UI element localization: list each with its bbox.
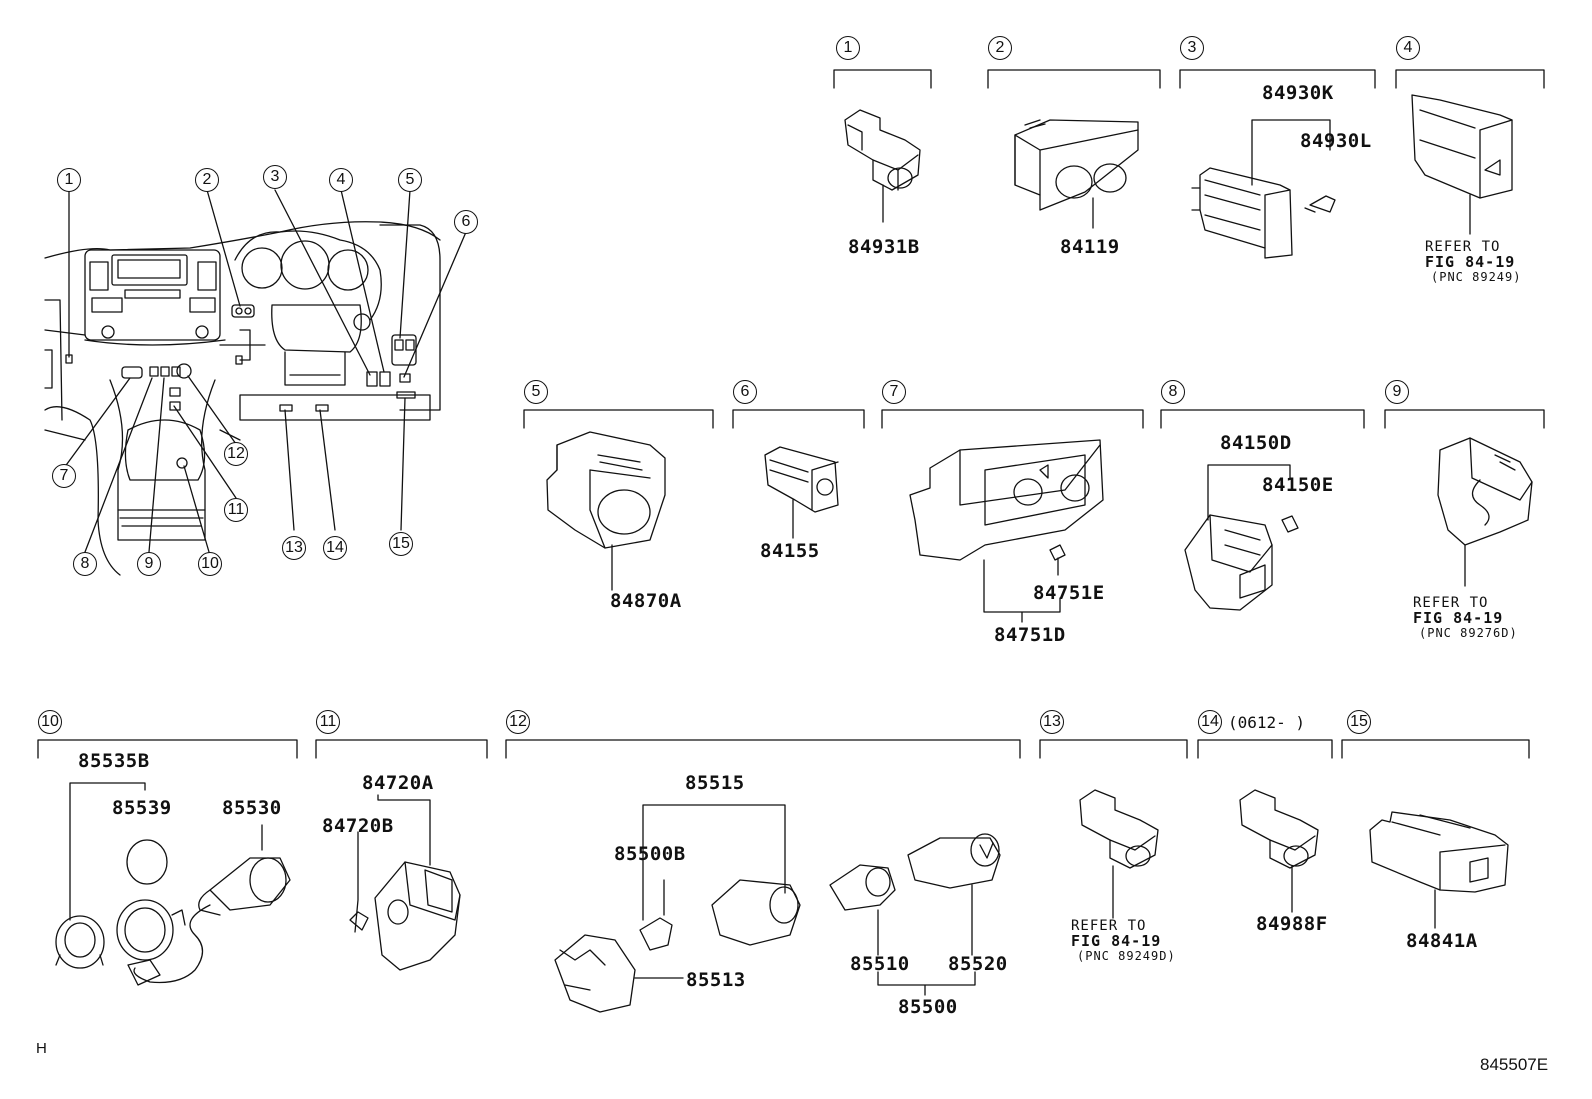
group-heading-2: 2 bbox=[988, 36, 1012, 60]
part-number-84870A: 84870A bbox=[610, 590, 682, 612]
reference-line-3: (PNC 89276D) bbox=[1419, 626, 1518, 640]
group-heading-5: 5 bbox=[524, 380, 548, 404]
part-84930K-drawing bbox=[1191, 119, 1336, 259]
group-14-date-note: (0612- ) bbox=[1228, 713, 1306, 732]
reference-line-3: (PNC 89249) bbox=[1431, 270, 1522, 284]
part-number-84150D: 84150D bbox=[1220, 432, 1292, 454]
group-heading-4: 4 bbox=[1396, 36, 1420, 60]
figure-code: 845507E bbox=[1480, 1055, 1549, 1074]
overview-callout-12: 12 bbox=[224, 442, 248, 466]
reference-line-2: FIG 84-19 bbox=[1425, 253, 1516, 271]
part-number-84931B: 84931B bbox=[848, 236, 920, 258]
part-89249-drawing bbox=[1411, 94, 1513, 235]
part-number-85530: 85530 bbox=[222, 797, 282, 819]
overview-callout-15: 15 bbox=[389, 532, 413, 556]
part-84841A-drawing bbox=[1369, 811, 1509, 929]
group-heading-15: 15 bbox=[1347, 710, 1371, 734]
overview-callout-7: 7 bbox=[52, 464, 76, 488]
group-heading-12: 12 bbox=[506, 710, 530, 734]
group-heading-8: 8 bbox=[1161, 380, 1185, 404]
overview-callout-9: 9 bbox=[137, 552, 161, 576]
part-number-85539: 85539 bbox=[112, 797, 172, 819]
part-84720A-drawing bbox=[349, 794, 461, 971]
group-heading-10: 10 bbox=[38, 710, 62, 734]
part-number-84930L: 84930L bbox=[1300, 130, 1372, 152]
part-85500-drawing bbox=[554, 804, 1001, 1013]
part-number-84720B: 84720B bbox=[322, 815, 394, 837]
reference-line-3: (PNC 89249D) bbox=[1077, 949, 1176, 963]
group-heading-6: 6 bbox=[733, 380, 757, 404]
overview-callout-8: 8 bbox=[73, 552, 97, 576]
part-number-84155: 84155 bbox=[760, 540, 820, 562]
reference-line-1: REFER TO bbox=[1413, 595, 1489, 611]
overview-callout-3: 3 bbox=[263, 165, 287, 189]
overview-callout-2: 2 bbox=[195, 168, 219, 192]
group-heading-13: 13 bbox=[1040, 710, 1064, 734]
overview-callout-11: 11 bbox=[224, 498, 248, 522]
part-number-85500B: 85500B bbox=[614, 843, 686, 865]
reference-note-group-13: REFER TO FIG 84-19 (PNC 89249D) bbox=[1071, 919, 1176, 964]
part-84931B-drawing bbox=[844, 109, 921, 223]
part-number-84930K: 84930K bbox=[1262, 82, 1334, 104]
part-84155-drawing bbox=[764, 446, 839, 539]
corner-mark: H bbox=[36, 1040, 47, 1057]
reference-note-group-4: REFER TO FIG 84-19 (PNC 89249) bbox=[1425, 240, 1521, 285]
part-number-85513: 85513 bbox=[686, 969, 746, 991]
part-84119-drawing bbox=[1014, 119, 1139, 229]
part-84751D-drawing bbox=[909, 439, 1104, 623]
group-heading-3: 3 bbox=[1180, 36, 1204, 60]
part-85530-drawing bbox=[55, 782, 291, 986]
part-number-85500: 85500 bbox=[898, 996, 958, 1018]
group-heading-7: 7 bbox=[882, 380, 906, 404]
group-heading-9: 9 bbox=[1385, 380, 1409, 404]
part-number-85510: 85510 bbox=[850, 953, 910, 975]
overview-callout-10: 10 bbox=[198, 552, 222, 576]
overview-callout-1: 1 bbox=[57, 168, 81, 192]
dashboard-overview-drawing bbox=[44, 189, 467, 576]
group-heading-11: 11 bbox=[316, 710, 340, 734]
part-number-84150E: 84150E bbox=[1262, 474, 1334, 496]
part-number-84751E: 84751E bbox=[1033, 582, 1105, 604]
part-number-84751D: 84751D bbox=[994, 624, 1066, 646]
part-number-85515: 85515 bbox=[685, 772, 745, 794]
part-number-85535B: 85535B bbox=[78, 750, 150, 772]
overview-callout-5: 5 bbox=[398, 168, 422, 192]
group-heading-1: 1 bbox=[836, 36, 860, 60]
part-number-84988F: 84988F bbox=[1256, 913, 1328, 935]
overview-callout-14: 14 bbox=[323, 536, 347, 560]
reference-line-2: FIG 84-19 bbox=[1413, 609, 1504, 627]
part-number-84841A: 84841A bbox=[1406, 930, 1478, 952]
group-brackets bbox=[37, 69, 1545, 759]
part-number-85520: 85520 bbox=[948, 953, 1008, 975]
part-84150D-drawing bbox=[1184, 464, 1299, 611]
part-84988F-drawing bbox=[1239, 789, 1319, 913]
reference-line-1: REFER TO bbox=[1071, 918, 1147, 934]
group-heading-14: 14 bbox=[1198, 710, 1222, 734]
part-89249D-drawing bbox=[1079, 789, 1159, 919]
part-number-84119: 84119 bbox=[1060, 236, 1120, 258]
overview-callout-6: 6 bbox=[454, 210, 478, 234]
part-89276D-drawing bbox=[1437, 437, 1533, 587]
reference-line-2: FIG 84-19 bbox=[1071, 932, 1162, 950]
reference-note-group-9: REFER TO FIG 84-19 (PNC 89276D) bbox=[1413, 596, 1518, 641]
part-84870A-drawing bbox=[546, 431, 666, 591]
part-number-84720A: 84720A bbox=[362, 772, 434, 794]
reference-line-1: REFER TO bbox=[1425, 239, 1501, 255]
overview-callout-4: 4 bbox=[329, 168, 353, 192]
overview-callout-13: 13 bbox=[282, 536, 306, 560]
